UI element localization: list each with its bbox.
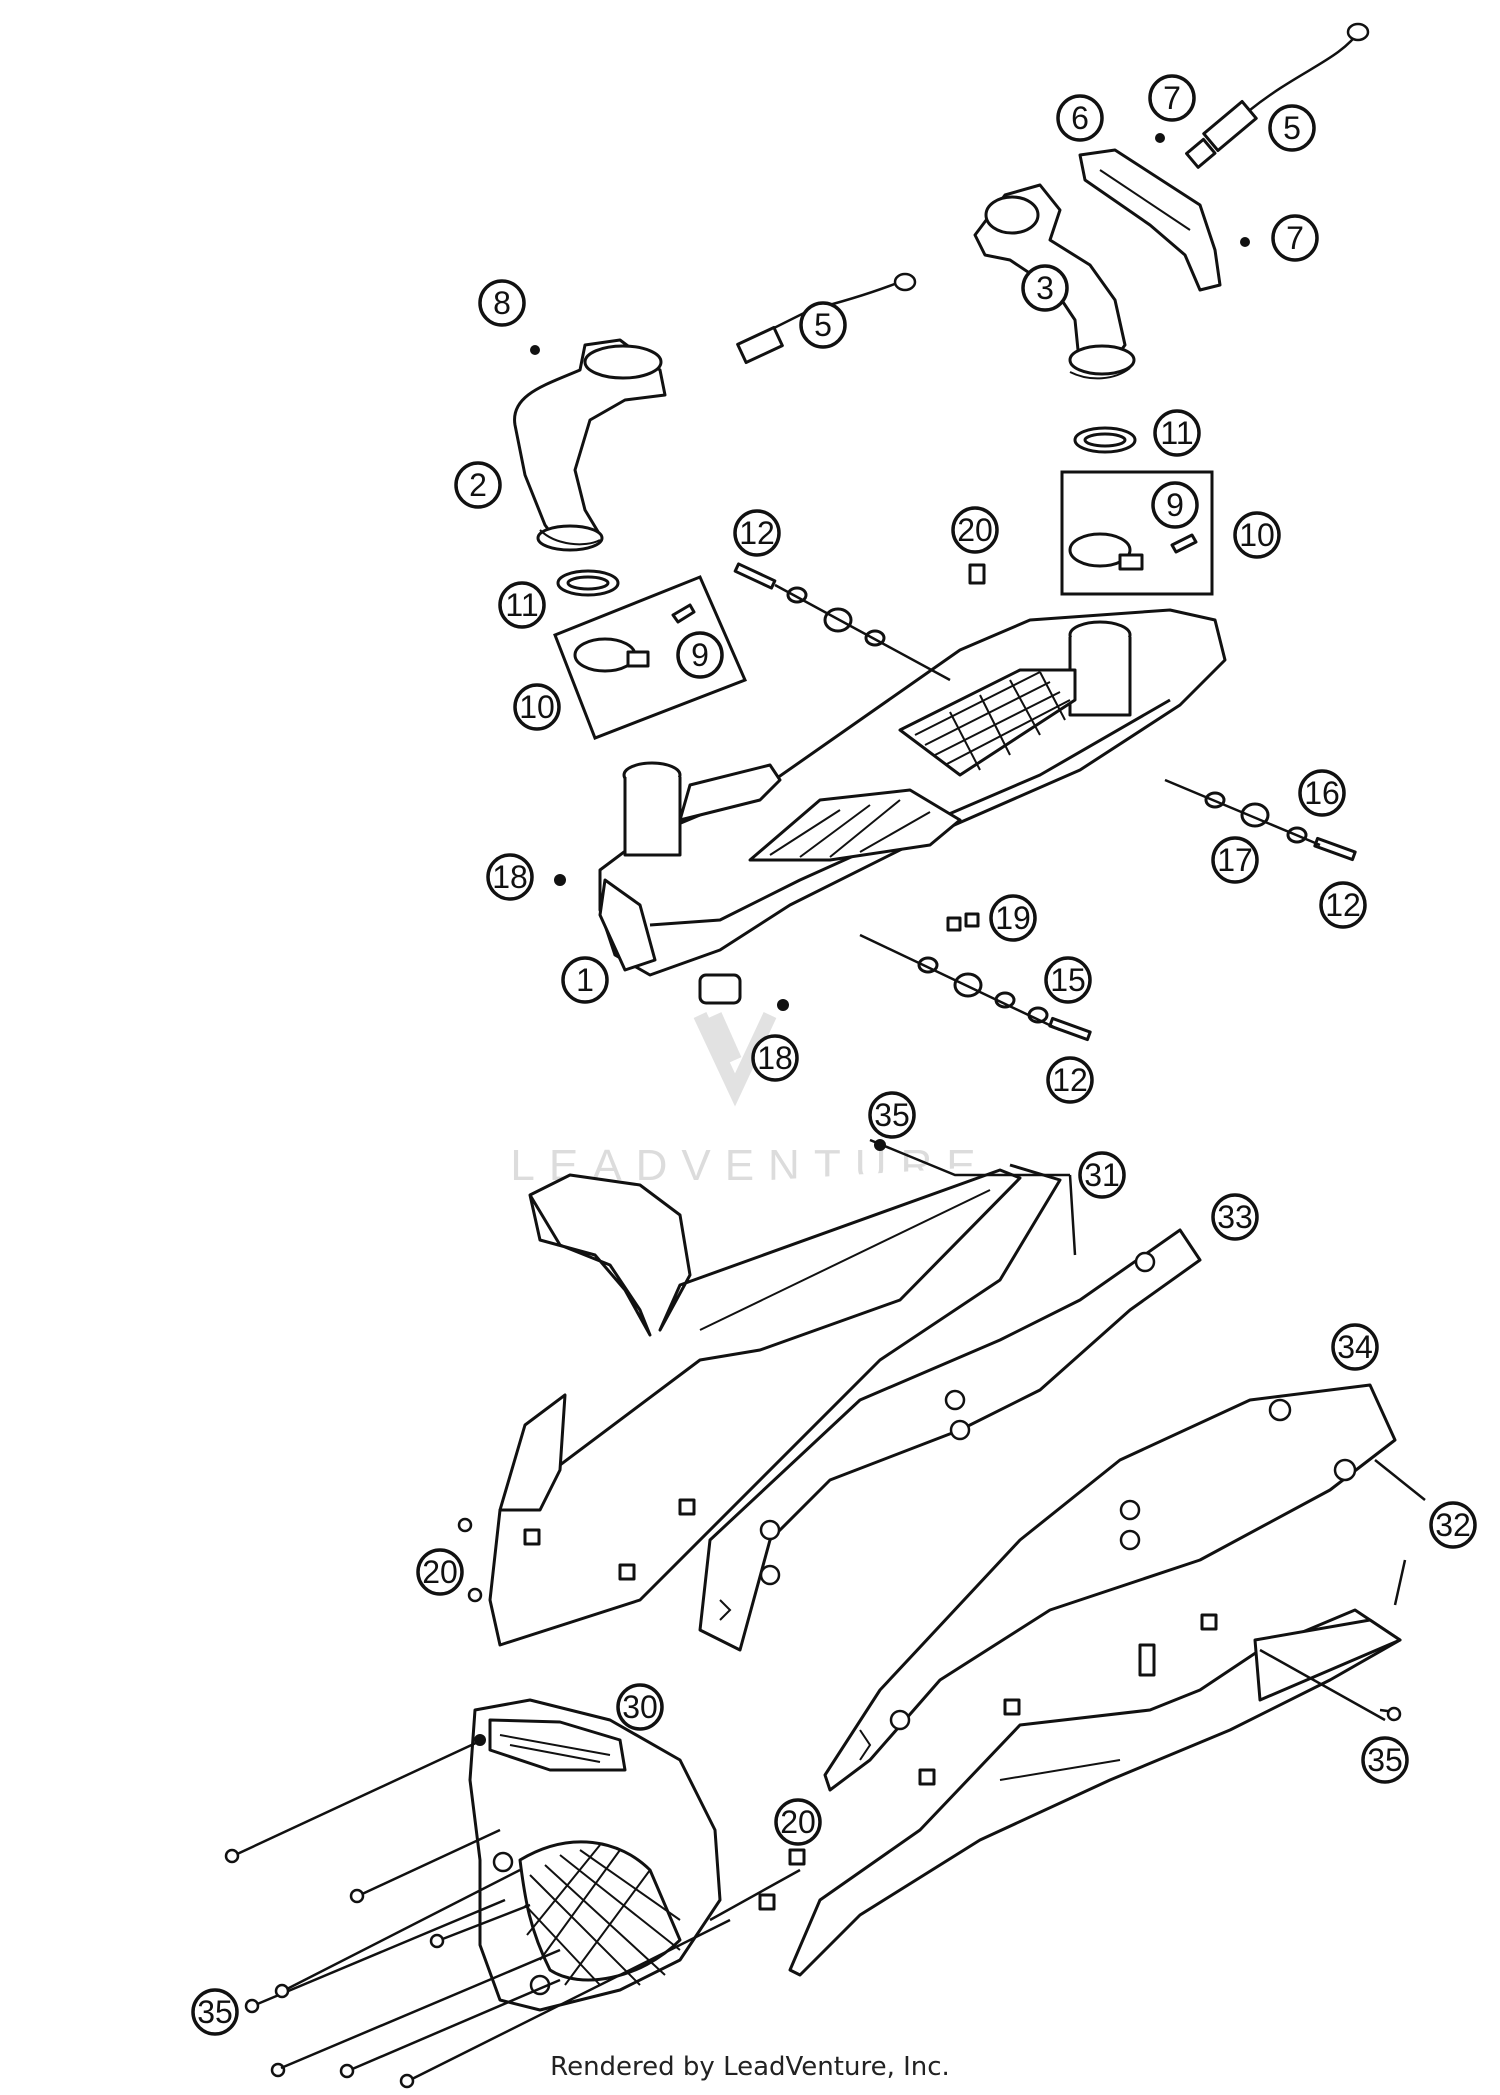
callout-20-bottom: 20 (774, 1798, 822, 1846)
clamp-box-right (1060, 470, 1214, 596)
oxygen-sensor-right (1185, 22, 1370, 169)
callout-31: 31 (1078, 1151, 1126, 1199)
svg-text:5: 5 (1283, 110, 1301, 146)
bolt-set-bottom (859, 933, 1092, 1042)
svg-text:12: 12 (1052, 1062, 1088, 1098)
callout-32: 32 (1429, 1501, 1477, 1549)
callout-34: 34 (1331, 1323, 1379, 1371)
svg-text:19: 19 (995, 900, 1031, 936)
callout-6: 6 (1056, 94, 1104, 142)
bolt-set-right (1164, 778, 1357, 862)
svg-text:12: 12 (1325, 887, 1361, 923)
front-cover-30 (468, 1698, 722, 2012)
callout-9-left: 9 (676, 631, 724, 679)
svg-text:9: 9 (1166, 487, 1184, 523)
svg-text:2: 2 (469, 467, 487, 503)
svg-text:32: 32 (1435, 1507, 1471, 1543)
callout-33: 33 (1211, 1193, 1259, 1241)
svg-text:35: 35 (1367, 1742, 1403, 1778)
callout-11-left: 11 (498, 581, 546, 629)
inner-cover-left (488, 1139, 1062, 1647)
callout-17: 17 (1211, 836, 1259, 884)
callout-20-left: 20 (416, 1548, 464, 1596)
svg-text:20: 20 (422, 1554, 458, 1590)
callout-16: 16 (1298, 769, 1346, 817)
svg-text:30: 30 (622, 1689, 658, 1725)
svg-text:8: 8 (493, 285, 511, 321)
screw-leaders (224, 1740, 806, 2089)
callout-2: 2 (454, 461, 502, 509)
footer-credit: Rendered by LeadVenture, Inc. (550, 2052, 950, 2082)
small-fasteners-top (946, 563, 986, 932)
callout-5-left: 5 (799, 301, 847, 349)
callout-5-top: 5 (1268, 104, 1316, 152)
lower-panel-32 (788, 1608, 1402, 1977)
callout-leaders-lower (457, 1138, 1426, 1722)
gasket-ring-right (1073, 426, 1137, 454)
callout-9-right: 9 (1151, 481, 1199, 529)
svg-text:35: 35 (197, 1994, 233, 2030)
watermark-logo (693, 1012, 777, 1107)
muffler-body (554, 608, 1227, 1011)
callout-12-bottom: 12 (1046, 1056, 1094, 1104)
svg-text:20: 20 (957, 512, 993, 548)
callout-15: 15 (1044, 956, 1092, 1004)
svg-text:18: 18 (492, 859, 528, 895)
callout-35-right: 35 (1361, 1736, 1409, 1784)
callout-12-right: 12 (1319, 881, 1367, 929)
callout-7-right: 7 (1271, 214, 1319, 262)
svg-text:1: 1 (576, 962, 594, 998)
heat-shield (1078, 133, 1250, 292)
svg-text:5: 5 (814, 307, 832, 343)
callout-10-right: 10 (1233, 511, 1281, 559)
svg-text:15: 15 (1050, 962, 1086, 998)
callout-18-left: 18 (486, 853, 534, 901)
gasket-ring-left (556, 569, 620, 597)
svg-text:10: 10 (519, 689, 555, 725)
svg-text:10: 10 (1239, 517, 1275, 553)
svg-text:16: 16 (1304, 775, 1340, 811)
svg-text:3: 3 (1036, 270, 1054, 306)
callout-18-bottom: 18 (751, 1034, 799, 1082)
callout-35-bottom: 35 (191, 1988, 239, 2036)
svg-text:11: 11 (505, 587, 538, 623)
callout-12-top: 12 (733, 509, 781, 557)
svg-text:7: 7 (1286, 220, 1304, 256)
svg-text:11: 11 (1160, 415, 1193, 451)
svg-text:12: 12 (739, 515, 775, 551)
exhaust-pipe-left (513, 338, 667, 552)
callout-20-top: 20 (951, 506, 999, 554)
svg-text:18: 18 (757, 1040, 793, 1076)
callout-30: 30 (616, 1683, 664, 1731)
svg-text:9: 9 (691, 637, 709, 673)
side-panel-34 (823, 1383, 1397, 1792)
svg-text:34: 34 (1337, 1329, 1373, 1365)
svg-text:7: 7 (1163, 80, 1181, 116)
callout-3: 3 (1021, 264, 1069, 312)
svg-text:6: 6 (1071, 100, 1089, 136)
callout-8: 8 (478, 279, 526, 327)
callout-19: 19 (989, 894, 1037, 942)
callout-7-top: 7 (1148, 74, 1196, 122)
svg-text:20: 20 (780, 1804, 816, 1840)
callout-11-right: 11 (1153, 409, 1201, 457)
svg-text:35: 35 (874, 1097, 910, 1133)
svg-text:33: 33 (1217, 1199, 1253, 1235)
oxygen-sensor-left (736, 272, 917, 365)
bolt-set-top (733, 562, 951, 682)
callout-10-left: 10 (513, 683, 561, 731)
svg-text:31: 31 (1084, 1157, 1120, 1193)
callout-35-top: 35 (868, 1091, 916, 1139)
callout-1: 1 (561, 956, 609, 1004)
svg-text:17: 17 (1217, 842, 1253, 878)
side-panel-33 (698, 1228, 1202, 1652)
clamp-box-left (553, 575, 748, 740)
